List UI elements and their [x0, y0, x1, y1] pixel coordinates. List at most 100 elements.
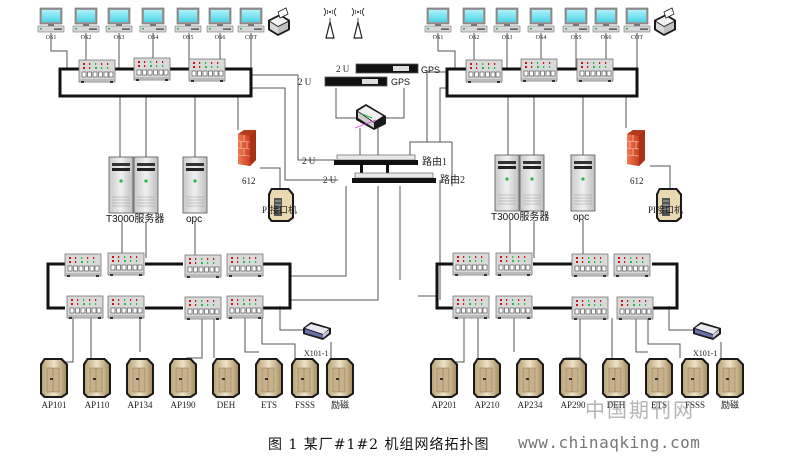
unit2-opc-server[interactable]: opc	[570, 154, 596, 223]
workstation[interactable]: OS1	[37, 7, 65, 41]
workstation[interactable]: OS6	[206, 7, 234, 41]
controller[interactable]: ETS	[644, 357, 674, 410]
workstation[interactable]: OS3	[493, 7, 521, 41]
controller[interactable]: AP234	[515, 357, 545, 410]
ring-switch	[452, 252, 490, 277]
svg-text:GPS: GPS	[391, 77, 410, 87]
workstation[interactable]: OS3	[105, 7, 133, 41]
ring-switch	[184, 296, 222, 321]
workstation[interactable]: OS2	[72, 7, 100, 41]
workstation[interactable]: OS6	[592, 7, 620, 41]
svg-text:DEH: DEH	[607, 400, 626, 410]
svg-text:AP210: AP210	[474, 400, 500, 410]
unit2-hub[interactable]: X101-1	[693, 322, 721, 358]
ring-switch	[107, 295, 145, 320]
svg-text:励磁: 励磁	[721, 399, 739, 410]
workstation[interactable]: OS2	[460, 7, 488, 41]
svg-text:COT: COT	[245, 35, 257, 41]
svg-text:COT: COT	[631, 35, 643, 41]
watermark-url: www.chinaqking.com	[518, 433, 701, 452]
controller[interactable]: AP201	[429, 357, 459, 410]
workstation[interactable]: OS5	[562, 7, 590, 41]
svg-text:GPS: GPS	[421, 65, 440, 75]
controller[interactable]: FSSS	[680, 357, 710, 410]
svg-text:DEH: DEH	[217, 400, 236, 410]
svg-text:OS2: OS2	[469, 35, 480, 41]
unit1-t3000-servers[interactable]: T3000服务器	[106, 156, 164, 225]
ring-switch	[64, 253, 102, 278]
controller[interactable]: DEH	[211, 357, 241, 410]
workstation[interactable]: OS4	[527, 7, 555, 41]
svg-text:OS5: OS5	[183, 35, 194, 41]
svg-text:AP190: AP190	[170, 400, 196, 410]
unit2-workstations: OS1 OS2 OS3 OS4 OS5 OS6 COT	[424, 7, 677, 41]
unit1-opc-server[interactable]: opc	[182, 156, 208, 225]
svg-text:PI接口机: PI接口机	[262, 204, 297, 215]
controller[interactable]: AP290	[558, 357, 588, 410]
svg-text:OS6: OS6	[601, 35, 612, 41]
controller[interactable]: AP110	[82, 357, 112, 410]
svg-text:X101-1: X101-1	[304, 349, 328, 358]
antenna-icon	[323, 7, 337, 39]
unit2-firewall[interactable]: 612	[626, 129, 646, 186]
controller[interactable]: AP101	[39, 357, 69, 410]
unit1-hub[interactable]: X101-1	[303, 322, 331, 358]
controller[interactable]: DEH	[601, 357, 631, 410]
svg-text:2 U: 2 U	[298, 77, 312, 87]
router[interactable]: 2 U 路由2	[323, 172, 465, 186]
gps-unit[interactable]: 2 U GPS	[298, 76, 410, 87]
workstation[interactable]: OS5	[174, 7, 202, 41]
ring-switch	[66, 295, 104, 320]
workstation[interactable]: COT	[237, 7, 265, 41]
svg-text:AP290: AP290	[560, 400, 586, 410]
svg-text:AP101: AP101	[41, 400, 66, 410]
firewall-icon	[626, 129, 646, 167]
workstation[interactable]: COT	[623, 7, 651, 41]
controller[interactable]: FSSS	[290, 357, 320, 410]
figure-caption: 图 1 某厂#1#2 机组网络拓扑图	[268, 437, 490, 453]
svg-text:PI接口机: PI接口机	[648, 204, 683, 215]
ring-switch	[465, 59, 503, 84]
watermark-cn: 中国期刊网	[585, 398, 695, 422]
svg-text:OS3: OS3	[114, 35, 125, 41]
svg-text:OS6: OS6	[215, 35, 226, 41]
svg-text:2 U: 2 U	[323, 175, 337, 185]
svg-text:励磁: 励磁	[331, 399, 349, 410]
svg-text:T3000服务器: T3000服务器	[491, 210, 549, 223]
unit1-bottom-ring	[46, 262, 65, 310]
svg-text:FSSS: FSSS	[295, 400, 315, 410]
controller[interactable]: 励磁	[325, 357, 355, 410]
unit1-network: OS1 OS2 OS3 OS4 OS5 OS6 COT T3000服务器 opc…	[37, 7, 379, 410]
svg-text:路由1: 路由1	[422, 155, 447, 168]
ring-switch	[226, 295, 264, 320]
controller[interactable]: ETS	[254, 357, 284, 410]
unit1-firewall[interactable]: 612	[237, 129, 257, 186]
router[interactable]: 2 U 路由1	[302, 154, 447, 179]
ring-switch	[226, 253, 264, 278]
workstation[interactable]: OS1	[424, 7, 452, 41]
unit2-pi-machine[interactable]: PI接口机	[648, 187, 683, 223]
unit1-pi-machine[interactable]: PI接口机	[262, 187, 297, 223]
controller[interactable]: AP134	[125, 357, 155, 410]
svg-text:OS3: OS3	[502, 35, 513, 41]
svg-text:X101-1: X101-1	[693, 349, 717, 358]
ring-switch	[188, 58, 226, 83]
printer-icon	[653, 7, 677, 37]
controller[interactable]: AP190	[168, 357, 198, 410]
svg-text:2 U: 2 U	[302, 156, 316, 166]
svg-text:FSSS: FSSS	[685, 400, 705, 410]
controller[interactable]: AP210	[472, 357, 502, 410]
controller[interactable]: 励磁	[715, 357, 745, 410]
unit2-bottom-ring	[435, 262, 455, 310]
svg-text:AP134: AP134	[127, 400, 153, 410]
workstation[interactable]: OS4	[139, 7, 167, 41]
ring-switch	[184, 254, 222, 279]
gps-unit[interactable]: 2 U GPS	[336, 63, 440, 75]
unit2-t3000-servers[interactable]: T3000服务器	[491, 154, 549, 223]
ring-switch	[571, 253, 609, 278]
svg-text:612: 612	[630, 176, 644, 186]
ring-switch	[576, 58, 614, 83]
ring-switch	[571, 296, 609, 321]
unit2-network: OS1 OS2 OS3 OS4 OS5 OS6 COT T3000服务器 opc…	[418, 7, 745, 410]
ring-switch	[495, 295, 533, 320]
